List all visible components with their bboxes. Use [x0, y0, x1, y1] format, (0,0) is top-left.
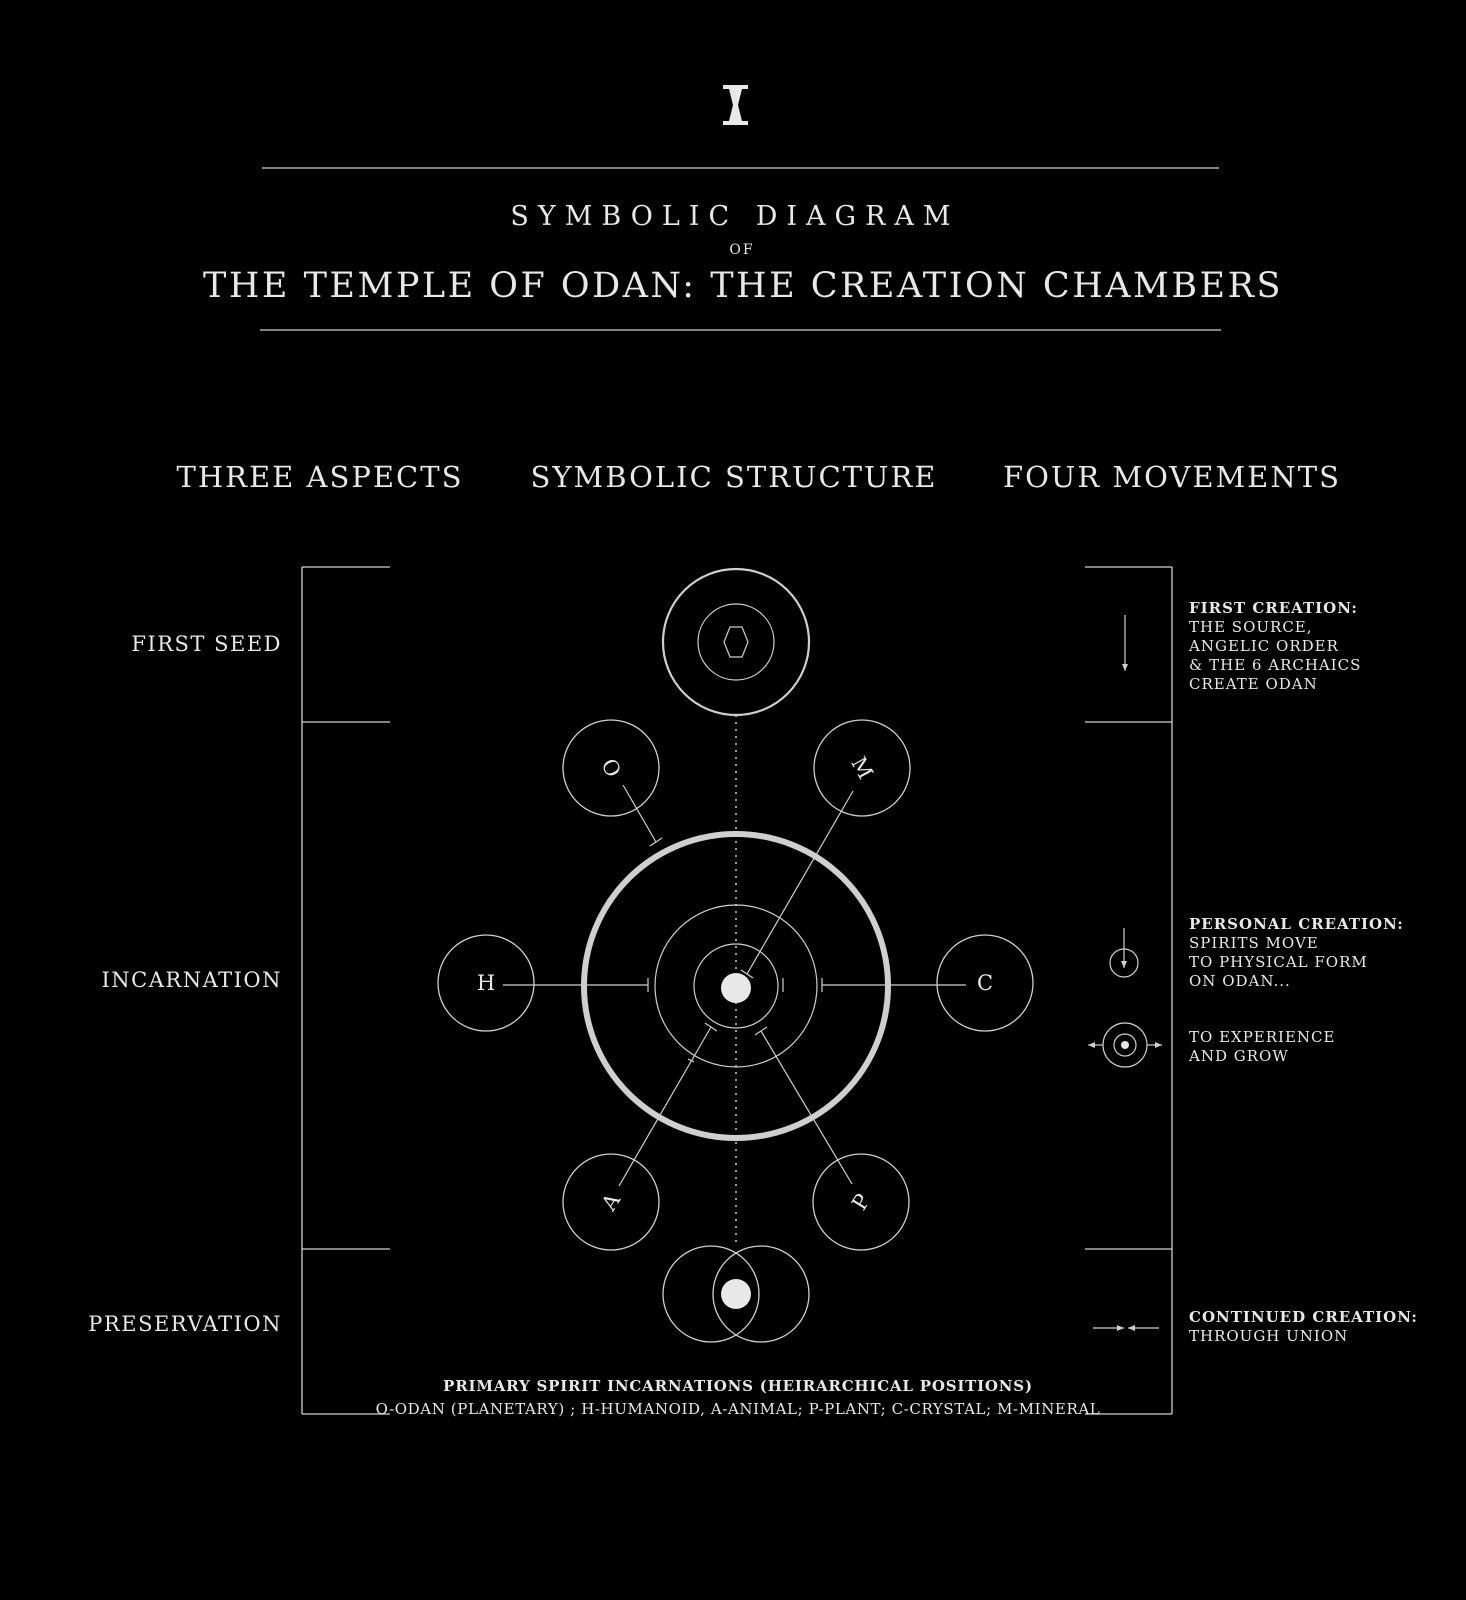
- movement-first-line-3: & THE 6 ARCHAICS: [1189, 656, 1361, 674]
- movement-continued-line-1: THROUGH UNION: [1189, 1327, 1348, 1345]
- spirit-h: H: [437, 934, 535, 1032]
- right-bracket: [1085, 566, 1173, 1415]
- spirit-a: A: [562, 1153, 660, 1251]
- hexagon-icon: [723, 626, 749, 658]
- aspect-first-seed: FIRST SEED: [131, 632, 282, 656]
- movement-personal-title: PERSONAL CREATION:: [1189, 915, 1404, 933]
- column-heading-right: FOUR MOVEMENTS: [1003, 460, 1341, 494]
- central-chamber: [581, 831, 891, 1141]
- spirit-p: P: [812, 1153, 910, 1251]
- aspect-preservation: PRESERVATION: [88, 1312, 282, 1336]
- movement-continued-title: CONTINUED CREATION:: [1189, 1308, 1418, 1326]
- spirit-h-label: H: [477, 971, 495, 995]
- movement-first-line-2: ANGELIC ORDER: [1188, 637, 1339, 655]
- aspect-incarnation: INCARNATION: [101, 968, 282, 992]
- spirit-o-label: O: [596, 755, 625, 781]
- personal-creation-icon: [1109, 928, 1139, 978]
- column-heading-left: THREE ASPECTS: [177, 460, 464, 494]
- preservation-symbol: [662, 1245, 810, 1343]
- movement-first-line-4: CREATE ODAN: [1189, 675, 1318, 693]
- spirit-a-label: A: [596, 1189, 625, 1216]
- spirit-m-label: M: [846, 753, 877, 783]
- movement-personal-line-3: ON ODAN...: [1189, 972, 1291, 990]
- movement-experience-line-2: AND GROW: [1188, 1047, 1289, 1065]
- movement-first-title: FIRST CREATION:: [1189, 599, 1358, 617]
- spirit-c: C: [936, 934, 1034, 1032]
- legend-title: PRIMARY SPIRIT INCARNATIONS (HEIRARCHICA…: [443, 1377, 1033, 1395]
- spirit-p-label: P: [847, 1190, 875, 1215]
- spirit-connections: [503, 784, 966, 1187]
- first-seed-symbol: [661, 567, 811, 717]
- movement-personal-line-1: SPIRITS MOVE: [1189, 934, 1319, 952]
- title-line-1: SYMBOLIC DIAGRAM: [510, 201, 959, 232]
- title-of: OF: [729, 242, 754, 258]
- hourglass-icon: [723, 85, 748, 125]
- left-bracket: [301, 566, 390, 1415]
- legend-text: O-ODAN (PLANETARY) ; H-HUMANOID, A-ANIMA…: [376, 1400, 1101, 1418]
- movement-experience-line-1: TO EXPERIENCE: [1189, 1028, 1335, 1046]
- page-title: THE TEMPLE OF ODAN: THE CREATION CHAMBER…: [203, 266, 1283, 306]
- column-heading-center: SYMBOLIC STRUCTURE: [531, 460, 938, 494]
- movement-personal-creation: PERSONAL CREATION: SPIRITS MOVE TO PHYSI…: [1189, 915, 1404, 990]
- movement-experience: TO EXPERIENCE AND GROW: [1188, 1028, 1335, 1065]
- movement-continued-creation: CONTINUED CREATION: THROUGH UNION: [1189, 1308, 1418, 1345]
- target-icon: [1088, 1022, 1162, 1068]
- movement-first-creation: FIRST CREATION: THE SOURCE, ANGELIC ORDE…: [1188, 599, 1361, 693]
- movement-personal-line-2: TO PHYSICAL FORM: [1189, 953, 1368, 971]
- spirit-m: M: [813, 719, 911, 817]
- spirit-o: O: [562, 719, 660, 817]
- movement-first-line-1: THE SOURCE,: [1189, 618, 1313, 636]
- spirit-c-label: C: [977, 971, 993, 995]
